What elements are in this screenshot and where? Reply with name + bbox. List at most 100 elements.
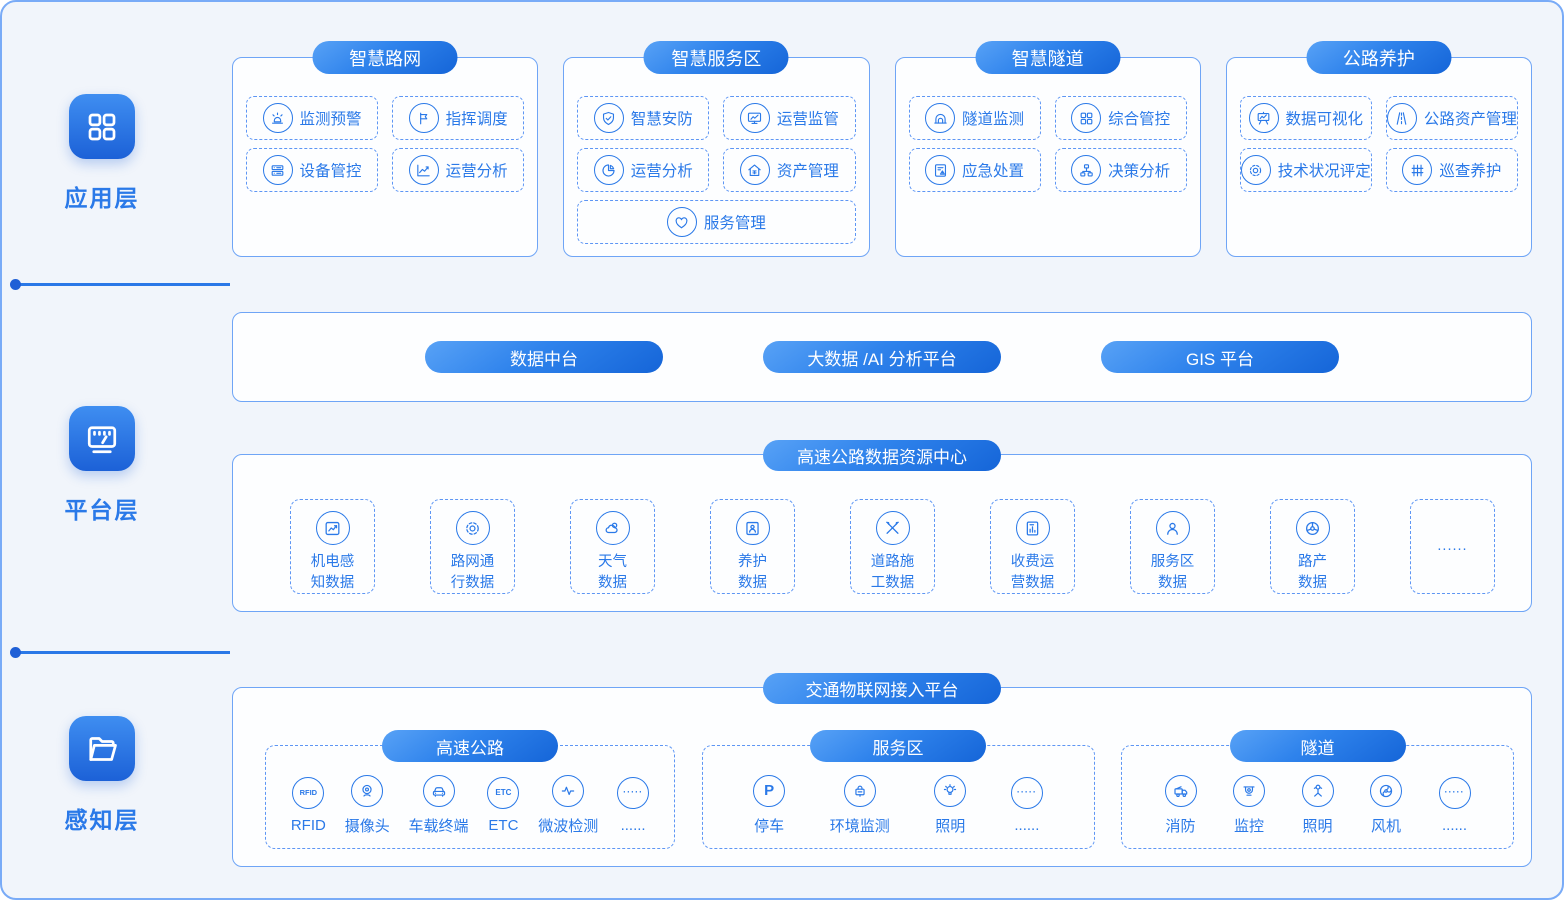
layer-divider — [10, 647, 230, 658]
sensor-item-label: 车载终端 — [408, 817, 469, 835]
data-card: 收费运营数据 — [990, 499, 1075, 594]
tunnel-icon — [925, 103, 956, 133]
person-icon — [1155, 511, 1190, 545]
sensor-item: 微波检测 — [538, 774, 598, 836]
bigdata-ai-platform-pill: 大数据 /AI 分析平台 — [763, 341, 1001, 373]
pie-chart-icon — [593, 155, 624, 185]
application-layer-badge: 应用层 — [32, 94, 172, 213]
app-item-label: 服务管理 — [703, 215, 766, 232]
trend-chart-icon — [408, 155, 439, 185]
alarm-icon — [262, 103, 293, 133]
sensor-item: 照明 — [1301, 774, 1334, 836]
platform-pills-box: 数据中台 大数据 /AI 分析平台 GIS 平台 — [232, 312, 1532, 402]
app-item: 运营分析 — [392, 148, 525, 192]
app-item: 运营监管 — [723, 96, 856, 140]
camera-icon — [351, 774, 384, 807]
app-group-title-pill: 智慧路网 — [312, 41, 458, 74]
data-resource-center-box: 高速公路数据资源中心 机电感知数据路网通行数据天气数据养护数据道路施工数据收费运… — [232, 440, 1532, 612]
data-card-label: 路产数据 — [1298, 554, 1327, 592]
doc-chart-icon — [1015, 511, 1050, 545]
gear-circle-icon — [455, 511, 490, 545]
app-item: 监测预警 — [246, 96, 379, 140]
sensor-item-label: 照明 — [935, 817, 966, 835]
doc-alert-icon — [925, 155, 956, 185]
sensor-item: 监控 — [1233, 774, 1265, 836]
dashboard-icon — [69, 406, 135, 471]
patrol-road-icon — [1402, 155, 1433, 185]
sensor-item: 摄像头 — [344, 774, 390, 836]
grid-icon — [69, 94, 135, 159]
app-item-label: 资产管理 — [776, 163, 839, 180]
sensor-item-label: 监控 — [1233, 817, 1264, 835]
ellipsis-icon-text: ····· — [623, 787, 644, 797]
app-item-label: 监测预警 — [299, 111, 362, 128]
sensor-items: 消防监控照明风机·····...... — [1128, 770, 1507, 840]
rfid-icon-text: RFID — [299, 787, 318, 797]
data-middle-platform-pill: 数据中台 — [425, 341, 663, 373]
app-item-label: 指挥调度 — [445, 111, 508, 128]
sensor-item-label: 摄像头 — [344, 817, 390, 835]
data-card: 服务区数据 — [1130, 499, 1215, 594]
data-card-label: 道路施工数据 — [870, 554, 915, 592]
data-card-label: 天气数据 — [598, 554, 627, 592]
app-item-label: 运营监管 — [776, 111, 839, 128]
app-item: 指挥调度 — [392, 96, 525, 140]
wave-icon — [552, 774, 585, 807]
app-group-items: 隧道监测综合管控应急处置决策分析 — [896, 58, 1200, 192]
sensor-item-label: 环境监测 — [829, 817, 890, 835]
sensor-group-3: 隧道消防监控照明风机·····...... — [1121, 730, 1514, 849]
app-group-1: 智慧路网监测预警指挥调度设备管控运营分析 — [232, 41, 539, 257]
sensor-item-label: 风机 — [1370, 817, 1401, 835]
platform-layer-badge: 平台层 — [32, 406, 172, 525]
ellipsis-icon-text: ····· — [1016, 787, 1037, 797]
data-card: 路网通行数据 — [430, 499, 515, 594]
app-item: 服务管理 — [577, 200, 856, 244]
server-icon — [262, 155, 293, 185]
sensor-item-label: ...... — [1441, 816, 1467, 834]
platform-layer-label: 平台层 — [64, 497, 140, 523]
app-group-title-pill: 智慧服务区 — [643, 41, 789, 74]
sensor-group-title-pill: 服务区 — [810, 730, 986, 762]
ellipsis-icon: ····· — [1010, 776, 1043, 809]
heart-icon — [666, 207, 697, 237]
monitor-chart-icon — [739, 103, 770, 133]
data-resource-cards-row: 机电感知数据路网通行数据天气数据养护数据道路施工数据收费运营数据服务区数据路产数… — [290, 499, 1495, 594]
app-item-label: 运营分析 — [445, 163, 508, 180]
tools-icon — [875, 511, 910, 545]
data-card-label: 服务区数据 — [1150, 554, 1195, 592]
sensor-item-label: 照明 — [1302, 817, 1333, 835]
layer-divider — [10, 279, 230, 290]
sensor-group-title-pill: 高速公路 — [382, 730, 558, 762]
folder-icon — [69, 716, 135, 781]
sensor-item-label: 停车 — [754, 817, 785, 835]
app-item-label: 智慧安防 — [630, 111, 693, 128]
app-item-label: 巡查养护 — [1439, 163, 1502, 180]
image-icon — [735, 511, 770, 545]
app-group-title-pill: 智慧隧道 — [975, 41, 1121, 74]
gear-icon — [1240, 155, 1271, 185]
data-card: ...... — [1410, 499, 1495, 594]
data-card: 机电感知数据 — [290, 499, 375, 594]
photo-trend-icon — [315, 511, 350, 545]
app-item: 运营分析 — [577, 148, 710, 192]
gis-platform-pill: GIS 平台 — [1101, 341, 1339, 373]
sensor-item: 照明 — [934, 774, 967, 836]
app-group-title-pill: 公路养护 — [1306, 41, 1452, 74]
app-group-items: 智慧安防 运营监管运营分析 资产管理服务管理 — [564, 58, 868, 244]
app-item-label: 综合管控 — [1108, 111, 1171, 128]
app-group-3: 智慧隧道隧道监测综合管控应急处置决策分析 — [894, 41, 1201, 257]
org-chart-icon — [1071, 155, 1102, 185]
data-card: 路产数据 — [1270, 499, 1355, 594]
app-item-label: 运营分析 — [630, 163, 693, 180]
app-group-2: 智慧服务区智慧安防 运营监管运营分析 资产管理服务管理 — [563, 41, 870, 257]
car-icon — [422, 774, 455, 807]
app-item: 综合管控 — [1054, 96, 1187, 140]
fan-icon — [1370, 774, 1402, 807]
rfid-icon: RFID — [292, 776, 325, 809]
shield-check-icon — [593, 103, 624, 133]
